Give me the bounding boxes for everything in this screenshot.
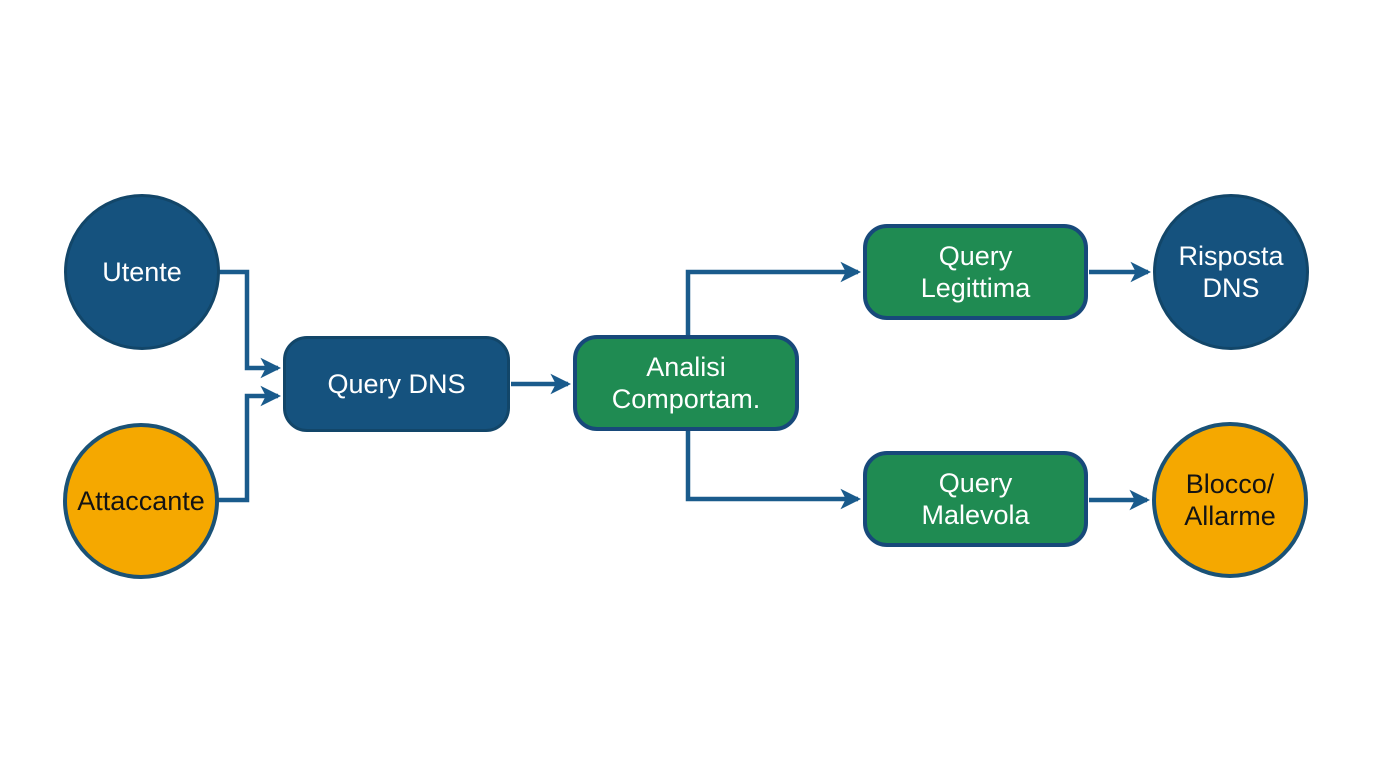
node-utente-label: Utente	[102, 256, 182, 287]
edge-analisi-to-query-legittima	[685, 261, 862, 335]
node-query-dns-label: Query DNS	[327, 368, 466, 399]
node-blocco-allarme: Blocco/ Allarme	[1152, 422, 1308, 578]
node-query-malevola: Query Malevola	[863, 451, 1088, 547]
node-query-dns: Query DNS	[283, 336, 510, 432]
node-attaccante-label: Attaccante	[77, 485, 205, 516]
node-risposta-dns: Risposta DNS	[1153, 194, 1309, 350]
node-attaccante: Attaccante	[63, 423, 219, 579]
edge-utente-to-query-dns	[218, 269, 282, 379]
node-risposta-dns-label: Risposta DNS	[1178, 240, 1284, 303]
node-query-malevola-label: Query Malevola	[921, 467, 1030, 530]
edge-analisi-to-query-malevola	[685, 431, 862, 510]
node-query-legittima-label: Query Legittima	[920, 240, 1031, 303]
node-blocco-allarme-label: Blocco/ Allarme	[1184, 468, 1276, 531]
node-analisi-label: Analisi Comportam.	[611, 351, 761, 414]
node-query-legittima: Query Legittima	[863, 224, 1088, 320]
node-analisi-comportamentale: Analisi Comportam.	[573, 335, 799, 431]
node-utente: Utente	[64, 194, 220, 350]
edge-attaccante-to-query-dns	[218, 385, 282, 503]
